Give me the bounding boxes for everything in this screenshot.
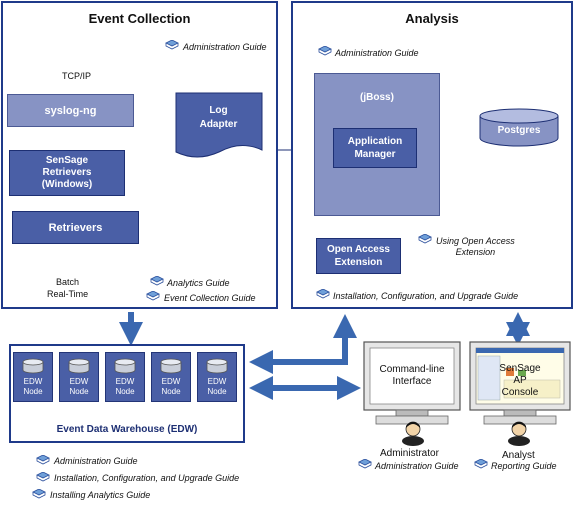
retrievers-label: Retrievers: [48, 221, 103, 234]
app-manager-line-1: Application: [347, 136, 403, 147]
edw-node-label-line-1: EDW: [115, 377, 135, 386]
log-adapter-shape: [175, 92, 263, 158]
console-monitor-icon: [469, 341, 571, 425]
open-access-extension-box: Open Access Extension: [316, 238, 401, 274]
reporting-guide-link[interactable]: Reporting Guide: [491, 461, 557, 471]
log-adapter-text: Log Adapter: [175, 104, 262, 132]
analysis-install-guide-link[interactable]: Installation, Configuration, and Upgrade…: [333, 291, 519, 301]
analysis-admin-guide-link[interactable]: Administration Guide: [335, 48, 419, 58]
administrator-person-icon: [402, 421, 424, 446]
edw-node-label-line-1: EDW: [23, 377, 43, 386]
tcpip-label: TCP/IP: [62, 71, 92, 81]
retrievers-win-line-1: SenSage: [45, 155, 89, 166]
console-screen-line-1: SenSage: [499, 363, 541, 374]
edw-node-label-line-2: Node: [115, 387, 135, 396]
cli-screen-text: Command-line Interface: [370, 364, 454, 388]
edw-node-label-line-1: EDW: [207, 377, 227, 386]
database-icon: [160, 358, 182, 374]
bottom-guide-label: Administration Guide: [54, 456, 138, 466]
event-collection-title: Event Collection: [88, 11, 191, 26]
book-icon: [418, 234, 432, 244]
retrievers-box: Retrievers: [12, 211, 139, 244]
book-icon: [165, 40, 179, 50]
edw-analysis-arrow: [249, 314, 357, 374]
cli-screen-line-2: Interface: [392, 376, 432, 387]
log-adapter-line-2: Adapter: [199, 119, 238, 130]
book-icon: [318, 46, 332, 56]
cli-monitor-icon: [363, 341, 461, 425]
edw-node-label-line-2: Node: [207, 387, 227, 396]
log-adapter-line-1: Log: [209, 105, 228, 116]
using-open-access-guide-link[interactable]: Using Open Access Extension: [436, 236, 515, 258]
edw-node-label-line-1: EDW: [161, 377, 181, 386]
syslog-ng-label: syslog-ng: [44, 104, 97, 117]
edw-node-label-line-2: Node: [161, 387, 181, 396]
book-icon: [316, 289, 330, 299]
using-open-access-line-2: Extension: [455, 247, 496, 257]
cli-screen-line-1: Command-line: [379, 364, 445, 375]
sensage-retrievers-windows-box: SenSage Retrievers (Windows): [9, 150, 125, 196]
book-icon: [36, 472, 50, 482]
edw-node-label-line-2: Node: [69, 387, 89, 396]
legend-batch-label: Batch: [55, 277, 81, 287]
ec-admin-guide-link[interactable]: Administration Guide: [183, 42, 267, 52]
analyst-person-icon: [508, 421, 530, 446]
app-manager-line-2: Manager: [354, 149, 396, 160]
book-icon: [36, 455, 50, 465]
book-icon: [358, 459, 372, 469]
console-screen-line-3: Console: [501, 387, 539, 398]
postgres-label: Postgres: [497, 125, 541, 136]
book-icon: [32, 489, 46, 499]
analyst-label: Analyst: [502, 450, 535, 461]
jboss-label: (jBoss): [360, 92, 394, 103]
analytics-guide-link[interactable]: Analytics Guide: [167, 278, 230, 288]
edw-node-label-line-1: EDW: [69, 377, 89, 386]
console-screen-line-2: AP: [513, 375, 527, 386]
application-manager-box: Application Manager: [333, 128, 417, 168]
analysis-title: Analysis: [405, 11, 459, 26]
console-screen-text: SenSage AP Console: [490, 363, 550, 399]
postgres-cylinder: [479, 108, 559, 147]
edw-title: Event Data Warehouse (EDW): [56, 424, 198, 435]
book-icon: [474, 459, 488, 469]
retrievers-win-line-3: (Windows): [41, 179, 93, 190]
event-collection-guide-link[interactable]: Event Collection Guide: [164, 293, 256, 303]
database-icon: [68, 358, 90, 374]
book-icon: [146, 291, 160, 301]
using-open-access-line-1: Using Open Access: [436, 236, 515, 246]
database-icon: [114, 358, 136, 374]
legend-realtime-label: Real-Time: [46, 289, 90, 299]
open-access-line-2: Extension: [334, 257, 383, 268]
bottom-guide-label: Installing Analytics Guide: [50, 490, 151, 500]
retrievers-win-line-2: Retrievers: [42, 167, 92, 178]
database-icon: [206, 358, 228, 374]
syslog-ng-box: syslog-ng: [7, 94, 134, 127]
book-icon: [150, 276, 164, 286]
edw-node-label-line-2: Node: [23, 387, 43, 396]
open-access-line-1: Open Access: [327, 244, 390, 255]
database-icon: [22, 358, 44, 374]
administrator-label: Administrator: [380, 448, 439, 459]
cli-admin-guide-link[interactable]: Administration Guide: [375, 461, 459, 471]
bottom-guide-label: Installation, Configuration, and Upgrade…: [54, 473, 240, 483]
